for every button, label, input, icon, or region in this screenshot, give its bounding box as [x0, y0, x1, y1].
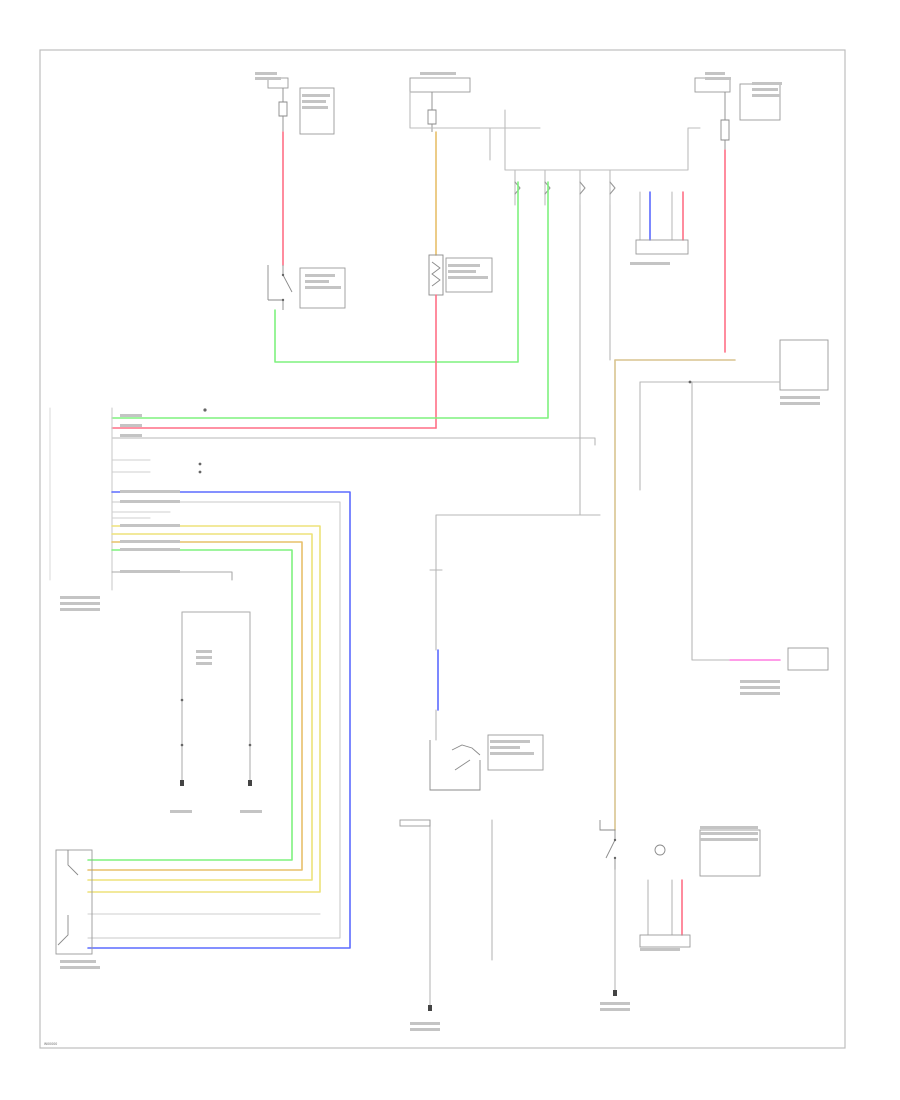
at-shift-position-switch	[599, 820, 761, 948]
sensor-connector-top	[635, 239, 689, 255]
wire-green-brake	[274, 181, 519, 363]
wire-gray-main	[111, 437, 596, 446]
shift-lock-solenoid	[428, 254, 493, 296]
diagram-frame	[39, 49, 846, 1049]
connector-cluster-top	[514, 169, 616, 206]
wire-orange-long	[87, 541, 303, 871]
label-marks	[60, 72, 820, 1031]
wire-yellow-long-1	[87, 525, 321, 893]
transmission-range-switch	[429, 734, 544, 791]
right-lower-connector	[787, 647, 829, 671]
footer-code: W00000	[44, 1042, 57, 1046]
brake-pedal-switch	[267, 265, 346, 310]
right-module-connector	[779, 339, 829, 391]
ground-right-a	[613, 990, 617, 996]
fuse-block-center	[409, 77, 541, 161]
wire-gray-long	[87, 501, 341, 939]
wire-yellow-long-2	[87, 533, 313, 881]
wire-blue-long	[87, 491, 351, 949]
harness-connector-ticks	[49, 407, 113, 591]
wire-green-main	[111, 181, 549, 419]
ground-left-a	[180, 780, 184, 786]
ground-left-b	[248, 780, 252, 786]
fuse-block-right	[504, 77, 781, 171]
wire-green-long	[87, 549, 293, 861]
lower-left-connector	[55, 849, 93, 955]
ground-center-a	[428, 1005, 432, 1011]
